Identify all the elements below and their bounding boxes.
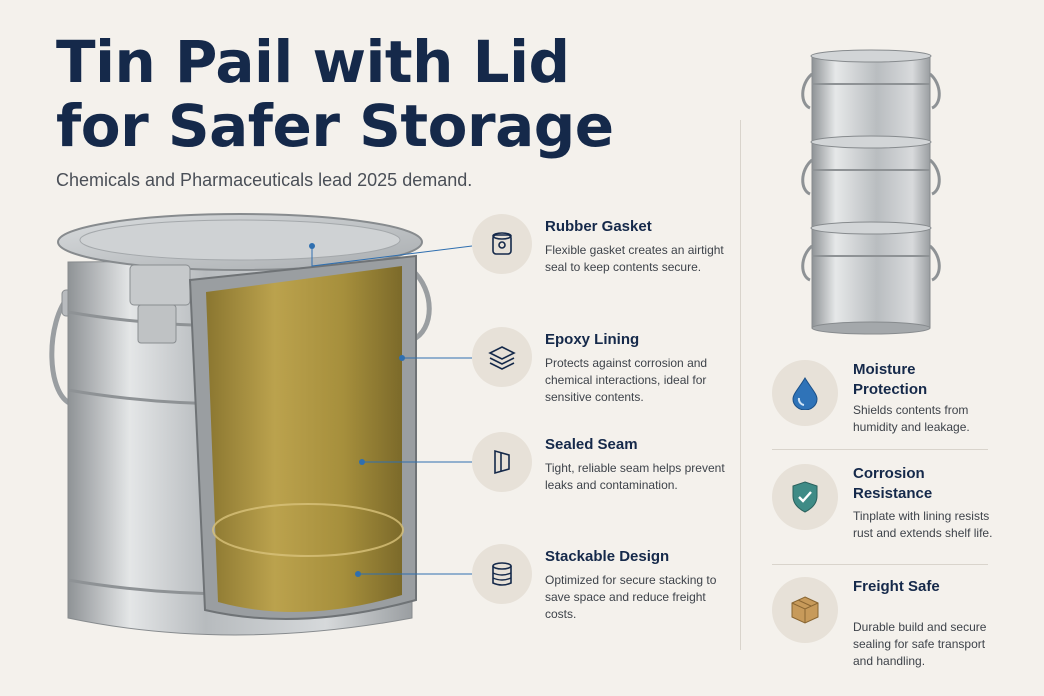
feature-title: Rubber Gasket bbox=[545, 218, 652, 235]
feature-title: Epoxy Lining bbox=[545, 331, 640, 348]
water-drop-icon bbox=[772, 360, 838, 426]
cutaway-pail-illustration bbox=[49, 213, 473, 636]
layers-icon bbox=[472, 327, 532, 387]
page-title: Tin Pail with Lid for Safer Storage bbox=[56, 30, 656, 158]
separator bbox=[772, 564, 988, 565]
stack-can-icon bbox=[472, 544, 532, 604]
title-line-2: for Safer Storage bbox=[56, 92, 614, 160]
feature-desc: Protects against corrosion and chemical … bbox=[545, 356, 708, 404]
benefit-title: Corrosion Resistance bbox=[853, 465, 933, 502]
box-icon bbox=[772, 577, 838, 643]
benefit-desc: Durable build and secure sealing for saf… bbox=[853, 620, 987, 668]
benefit-desc: Shields contents from humidity and leaka… bbox=[853, 403, 970, 434]
seam-icon bbox=[472, 432, 532, 492]
stacked-pails-illustration bbox=[801, 49, 941, 335]
subtitle: Chemicals and Pharmaceuticals lead 2025 … bbox=[56, 170, 473, 190]
column-divider bbox=[740, 120, 741, 650]
feature-desc: Optimized for secure stacking to save sp… bbox=[545, 573, 717, 621]
shield-check-icon bbox=[772, 464, 838, 530]
gasket-icon bbox=[472, 214, 532, 274]
benefit-title: Freight Safe bbox=[853, 578, 940, 595]
benefit-desc: Tinplate with lining resists rust and ex… bbox=[853, 509, 993, 540]
feature-desc: Tight, reliable seam helps prevent leaks… bbox=[545, 461, 725, 492]
separator bbox=[772, 449, 988, 450]
title-line-1: Tin Pail with Lid bbox=[56, 28, 570, 96]
benefit-title: Moisture Protection bbox=[853, 361, 928, 398]
feature-desc: Flexible gasket creates an airtight seal… bbox=[545, 243, 724, 274]
feature-title: Sealed Seam bbox=[545, 436, 638, 453]
feature-title: Stackable Design bbox=[545, 548, 670, 565]
